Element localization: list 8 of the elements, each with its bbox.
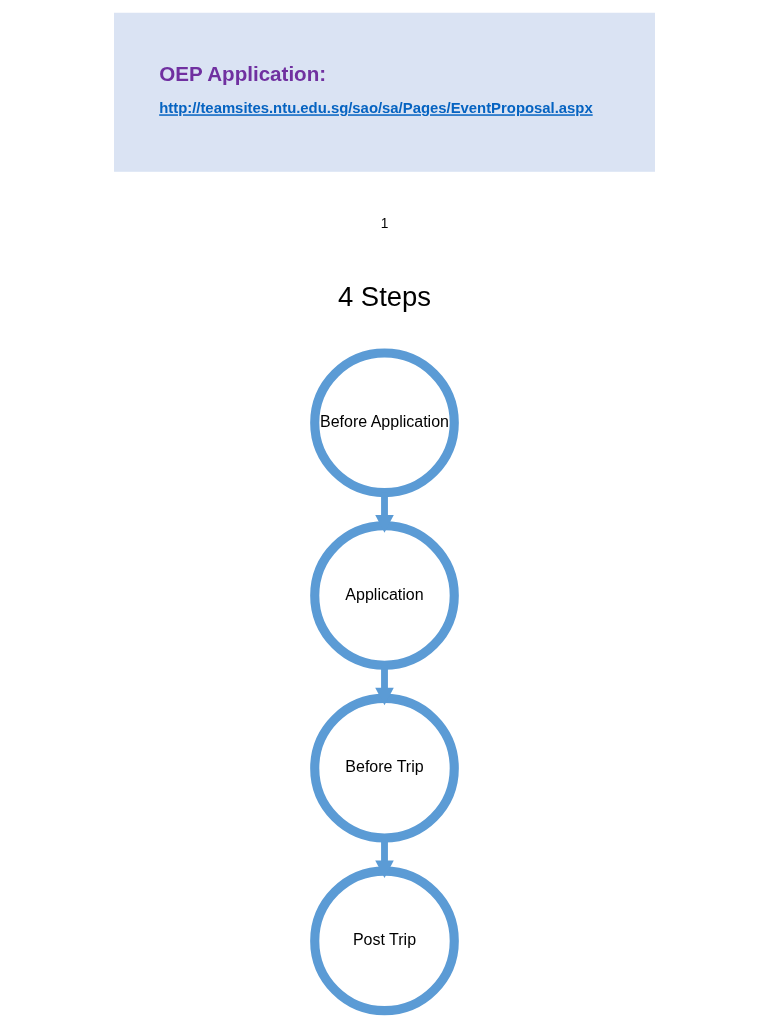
- node-circle: Application: [309, 521, 459, 670]
- label: 4 Steps: [337, 281, 431, 313]
- node-circle: Post Trip: [309, 866, 459, 1016]
- arrow: [374, 838, 394, 879]
- node-circle: Before Application: [309, 348, 459, 498]
- label: 1: [380, 216, 388, 232]
- node-box: OEP Application: http://teamsites.ntu.edu.sg/sao/sa/Pages/EventProposal.aspx: [113, 12, 655, 172]
- node-circle: Before Trip: [309, 693, 459, 843]
